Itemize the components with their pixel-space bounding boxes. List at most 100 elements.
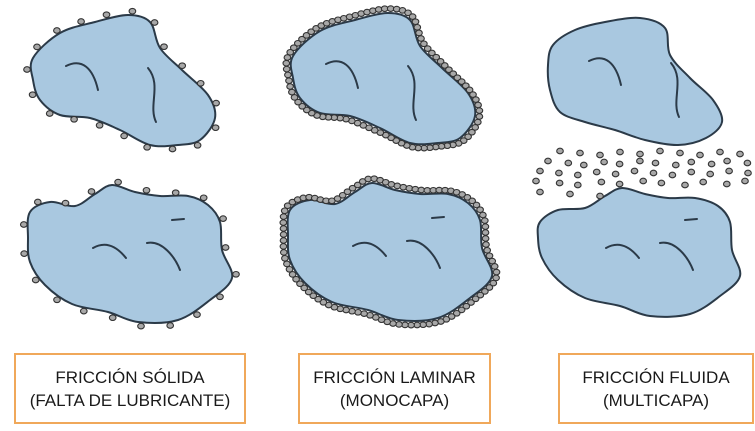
- lubricant-particle: [484, 248, 491, 254]
- lubricant-particle: [657, 148, 664, 154]
- lubricant-particle: [161, 44, 168, 50]
- lubricant-particle: [533, 178, 540, 184]
- lubricant-particle: [537, 189, 544, 195]
- lubricant-particle: [482, 218, 489, 224]
- lubricant-particle: [637, 151, 644, 157]
- lubricant-particle: [597, 193, 604, 199]
- surface-texture-mark: [172, 219, 184, 220]
- lubricant-particle: [483, 242, 490, 248]
- lubricant-particle: [640, 178, 647, 184]
- lubricant-particle: [280, 232, 287, 238]
- lubricant-particle: [167, 323, 174, 329]
- lubricant-particle: [482, 230, 489, 236]
- lubricant-particle: [616, 161, 623, 167]
- caption-laminar-title: FRICCIÓN LAMINAR: [313, 366, 475, 389]
- lubricant-particle: [597, 152, 604, 158]
- caption-fluid-subtitle: (MULTICAPA): [603, 389, 709, 412]
- lubricant-particle: [637, 158, 644, 164]
- lubricant-particle: [283, 60, 290, 66]
- lubricant-particle: [222, 245, 229, 251]
- lubricant-particle: [217, 294, 224, 300]
- lubricant-particle: [21, 222, 28, 228]
- lubricant-particle: [62, 200, 69, 206]
- lubricant-particle: [414, 25, 421, 31]
- lubricant-particle: [220, 216, 227, 222]
- lubricant-particle: [682, 182, 689, 188]
- lubricant-particle: [669, 172, 676, 178]
- lubricant-particle: [556, 170, 563, 176]
- lubricant-particle: [282, 255, 289, 261]
- lubricant-particle: [575, 172, 582, 178]
- lubricant-particle: [35, 199, 42, 205]
- lubricant-particle: [477, 207, 484, 213]
- lubricant-particle: [144, 145, 151, 151]
- lubricant-particle: [476, 108, 483, 114]
- lubricant-particle: [179, 63, 186, 69]
- lubricant-particle: [617, 149, 624, 155]
- lubricant-particle: [537, 168, 544, 174]
- lubricant-particle: [29, 92, 36, 98]
- lubricant-particle: [172, 190, 179, 196]
- lubricant-particle: [281, 208, 288, 214]
- lubricant-particle: [194, 143, 201, 149]
- lubricant-particle: [658, 180, 665, 186]
- surface-top-block: [291, 13, 476, 144]
- lubricant-particle: [78, 19, 85, 25]
- lubricant-particle: [565, 160, 572, 166]
- lubricant-particle: [143, 188, 150, 194]
- lubricant-particle: [557, 148, 564, 154]
- lubricant-particle: [700, 179, 707, 185]
- lubricant-particle: [34, 44, 41, 50]
- caption-solid-friction: FRICCIÓN SÓLIDA (FALTA DE LUBRICANTE): [14, 353, 246, 424]
- lubricant-particle: [21, 251, 28, 257]
- lubricant-particle: [480, 212, 487, 218]
- lubricant-particle: [493, 269, 500, 275]
- lubricant-particle: [233, 272, 240, 278]
- lubricant-particle: [32, 277, 39, 283]
- lubricant-particle: [281, 250, 288, 256]
- lubricant-particle: [81, 308, 88, 314]
- lubricant-particle: [737, 151, 744, 157]
- panel-laminar-friction: [280, 6, 500, 328]
- lubricant-particle: [575, 182, 582, 188]
- lubricant-particle: [280, 214, 287, 220]
- lubricant-particle: [745, 170, 752, 176]
- caption-fluid-title: FRICCIÓN FLUIDA: [582, 366, 729, 389]
- lubricant-particle: [213, 100, 220, 106]
- surface-bottom-block: [538, 188, 741, 317]
- lubricant-particle: [96, 123, 103, 129]
- surface-top-block: [31, 15, 216, 146]
- lubricant-particle: [707, 171, 714, 177]
- lubricant-particle: [616, 181, 623, 187]
- lubricant-particle: [286, 267, 293, 273]
- lubricant-particle: [418, 36, 425, 42]
- lubricant-particle: [24, 67, 31, 73]
- lubricant-particle: [280, 226, 287, 232]
- lubricant-particle: [476, 114, 483, 120]
- surface-texture-mark: [685, 219, 697, 220]
- lubricant-particle: [708, 161, 715, 167]
- lubricant-particle: [652, 160, 659, 166]
- surface-top-block: [548, 18, 722, 145]
- panel-solid-friction: [21, 8, 240, 329]
- lubricant-particle: [677, 150, 684, 156]
- lubricant-particle: [129, 8, 136, 14]
- lubricant-particle: [717, 149, 724, 155]
- lubricant-particle: [194, 312, 201, 318]
- lubricant-particle: [650, 170, 657, 176]
- lubricant-particle: [473, 97, 480, 103]
- lubricant-particle: [688, 169, 695, 175]
- caption-fluid-friction: FRICCIÓN FLUIDA (MULTICAPA): [558, 353, 754, 424]
- lubricant-particle: [280, 238, 287, 244]
- lubricant-particle: [212, 125, 219, 131]
- lubricant-particle: [475, 102, 482, 108]
- lubricant-particle: [482, 236, 489, 242]
- lubricant-particle: [46, 111, 53, 117]
- surface-texture-mark: [432, 217, 444, 218]
- lubricant-particle: [115, 179, 122, 185]
- lubricant-particle: [109, 315, 116, 321]
- lubricant-particle: [412, 19, 419, 25]
- caption-laminar-subtitle: (MONOCAPA): [340, 389, 449, 412]
- lubricant-particle: [280, 244, 287, 250]
- lubricant-particle: [197, 81, 204, 87]
